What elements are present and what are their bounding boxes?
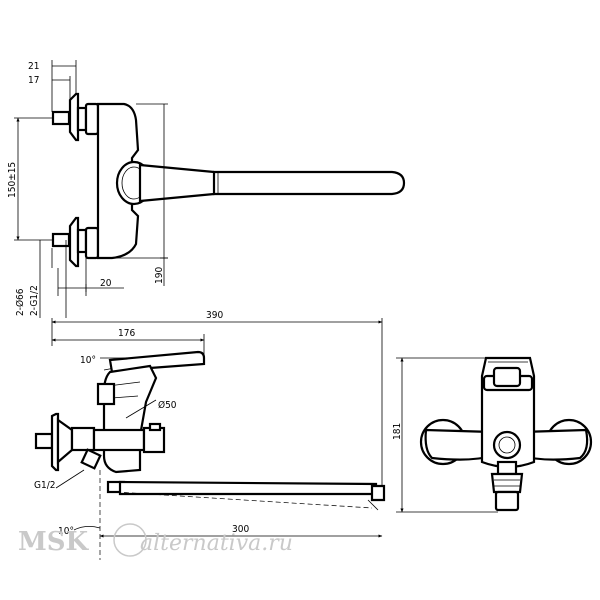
body-line	[111, 395, 139, 399]
lower-nut	[76, 228, 88, 254]
top-view: 21 17 190 150±15	[7, 60, 406, 318]
side-nut	[70, 426, 96, 452]
dim-label-20: 20	[100, 278, 112, 289]
dim-label-150: 150±15	[7, 162, 18, 198]
dim-label-handle-angle: 10°	[80, 355, 96, 366]
side-cartridge	[96, 382, 116, 406]
side-escutcheon	[50, 412, 60, 472]
watermark-logo-circle	[113, 523, 147, 557]
watermark-site: alternativa.ru	[140, 531, 293, 556]
side-inlet-pipe	[34, 432, 54, 450]
leader-line	[55, 469, 85, 489]
front-lever-cap	[492, 366, 522, 388]
diverter-knob	[80, 448, 102, 470]
angle-arc	[73, 526, 101, 531]
front-nozzle	[496, 460, 518, 476]
dim-label-181: 181	[392, 423, 403, 440]
side-cap	[148, 422, 162, 432]
dim-label-176: 176	[118, 328, 135, 339]
lever-handle	[212, 170, 406, 196]
dim-label-390: 390	[206, 310, 223, 321]
dim-label-17: 17	[28, 75, 39, 86]
upper-inlet-pipe	[51, 110, 71, 126]
dim-label-thread-side: G1/2	[34, 480, 55, 491]
side-connector	[92, 428, 146, 452]
lower-escutcheon	[68, 216, 80, 268]
lower-connector	[84, 226, 100, 260]
upper-escutcheon	[68, 92, 80, 142]
dim-label-190: 190	[154, 267, 165, 284]
upper-connector	[84, 102, 100, 136]
watermark-brand: MSK	[18, 527, 90, 557]
upper-nut	[76, 106, 88, 132]
lever-neck	[138, 163, 224, 203]
side-view: 390 176 10° Ø50 G1/2	[34, 310, 386, 560]
front-knob-inner	[498, 436, 516, 454]
side-body	[102, 364, 158, 474]
spout-tip	[370, 484, 386, 502]
dim-label-thread-top: 2-G1/2	[29, 285, 40, 316]
spout-rotation-line	[115, 491, 373, 509]
dim-label-diameter: 2-Ø66	[14, 288, 26, 316]
front-view: 181	[392, 356, 593, 513]
leader-line	[125, 399, 157, 419]
dim-label-21: 21	[28, 61, 39, 72]
watermark: MSK alternativa.ru	[18, 523, 293, 557]
spout	[118, 480, 378, 496]
dim-label-handle-diameter: Ø50	[158, 399, 177, 411]
side-escutcheon-cone	[56, 417, 74, 465]
front-aerator	[490, 472, 524, 494]
front-knob	[492, 430, 522, 460]
dim-label-spout-angle: 10°	[58, 526, 74, 537]
dim-label-300: 300	[232, 524, 249, 535]
front-spout-tip	[494, 490, 520, 512]
side-connector-end	[142, 426, 166, 454]
spout-tip-line	[367, 499, 379, 511]
side-lever	[108, 350, 206, 374]
lower-inlet-pipe	[51, 232, 71, 248]
